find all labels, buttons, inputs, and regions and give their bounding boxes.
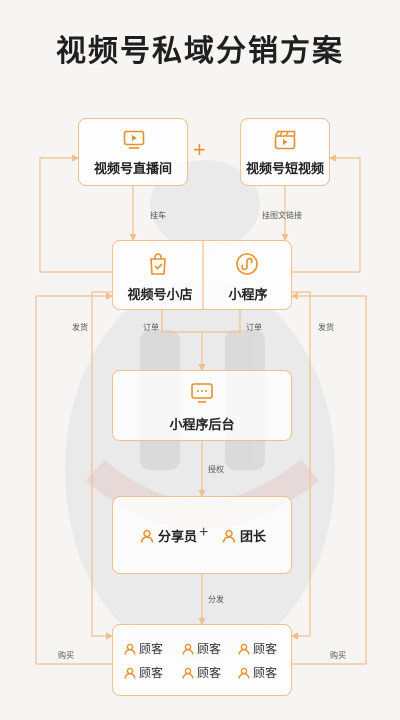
person-icon: [140, 529, 154, 543]
person-icon: [124, 667, 136, 679]
play-screen-icon: [123, 130, 145, 149]
customer-label: 顾客: [253, 642, 278, 656]
customer-item: 顾客: [124, 640, 163, 657]
plus-sign-top: +: [193, 137, 206, 162]
node-customers: [112, 624, 292, 696]
customer-label: 顾客: [197, 642, 222, 656]
sharer-label: 分享员: [158, 529, 198, 544]
person-icon: [222, 529, 236, 543]
customer-item: 顾客: [182, 664, 221, 681]
customer-item: 顾客: [124, 664, 163, 681]
page-title: 视频号私域分销方案: [56, 35, 344, 68]
leader: 团长: [222, 526, 266, 545]
shopping-bag-icon: [150, 253, 166, 275]
monitor-icon: [191, 383, 213, 403]
edge-label-link: 挂图文链接: [262, 211, 302, 220]
edge-label-ship-left: 发货: [72, 323, 88, 332]
node-backend-label: 小程序后台: [169, 417, 235, 432]
edge-label-ship-right: 发货: [318, 323, 334, 332]
node-live-room: [78, 118, 188, 186]
edge-label-buy-right: 购买: [330, 651, 346, 660]
customer-label: 顾客: [197, 666, 222, 680]
sharer: 分享员: [140, 526, 197, 545]
node-shop-miniprogram-group: [112, 240, 292, 310]
edge-label-distribute: 分发: [208, 595, 224, 604]
node-backend: [112, 370, 292, 441]
divider-line: [202, 240, 204, 310]
customer-label: 顾客: [253, 666, 278, 680]
edge-label-order-right: 订单: [246, 323, 262, 332]
plus-sign-sharer: +: [199, 524, 209, 541]
mini-program-icon: [236, 253, 258, 275]
person-icon: [238, 667, 250, 679]
node-mini-program-label: 小程序: [228, 287, 268, 302]
customer-label: 顾客: [139, 666, 164, 680]
customer-label: 顾客: [139, 642, 164, 656]
node-sharer-leader: [112, 496, 292, 574]
person-icon: [238, 643, 250, 655]
edge-label-buy-left: 购买: [58, 651, 74, 660]
clapperboard-icon: [274, 130, 296, 150]
edge-label-hang-cart: 挂车: [150, 211, 166, 220]
node-short-video: [240, 118, 330, 186]
person-icon: [182, 667, 194, 679]
customer-item: 顾客: [238, 664, 277, 681]
edge-label-order-left: 订单: [143, 323, 159, 332]
customer-item: 顾客: [182, 640, 221, 657]
person-icon: [182, 643, 194, 655]
customer-item: 顾客: [238, 640, 277, 657]
leader-label: 团长: [240, 529, 267, 544]
node-short-video-label: 视频号短视频: [245, 161, 324, 176]
node-shop-label: 视频号小店: [127, 287, 193, 302]
node-live-room-label: 视频号直播间: [93, 161, 172, 176]
edge-label-authorize: 授权: [208, 465, 224, 474]
person-icon: [124, 643, 136, 655]
